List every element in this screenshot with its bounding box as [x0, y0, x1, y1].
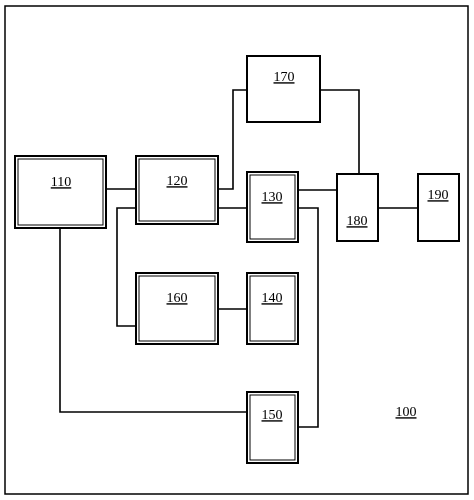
- block-160-label: 160: [167, 291, 188, 306]
- block-170-label: 170: [274, 70, 295, 85]
- wire-130-140-150: [298, 207, 319, 428]
- block-150-label: 150: [262, 408, 283, 423]
- block-140-label: 140: [262, 291, 283, 306]
- block-120-label: 120: [167, 174, 188, 189]
- block-150: 150: [246, 391, 299, 464]
- block-190-label: 190: [428, 188, 449, 203]
- block-170: 170: [246, 55, 321, 123]
- block-180-label: 180: [347, 214, 368, 229]
- block-110: 110: [14, 155, 107, 229]
- figure-frame: [4, 5, 469, 495]
- connections: [59, 89, 418, 428]
- block-180: 180: [336, 173, 379, 242]
- block-190: 190: [417, 173, 460, 242]
- block-120: 120: [135, 155, 219, 225]
- wire-120-160: [116, 207, 136, 327]
- block-130-label: 130: [262, 190, 283, 205]
- wire-170-180: [320, 89, 360, 174]
- block-160: 160: [135, 272, 219, 345]
- wire-120-170: [218, 89, 247, 190]
- block-110-label: 110: [51, 175, 71, 190]
- figure-label: 100: [396, 405, 417, 420]
- block-140: 140: [246, 272, 299, 345]
- block-130: 130: [246, 171, 299, 243]
- wire-110-150: [59, 228, 247, 413]
